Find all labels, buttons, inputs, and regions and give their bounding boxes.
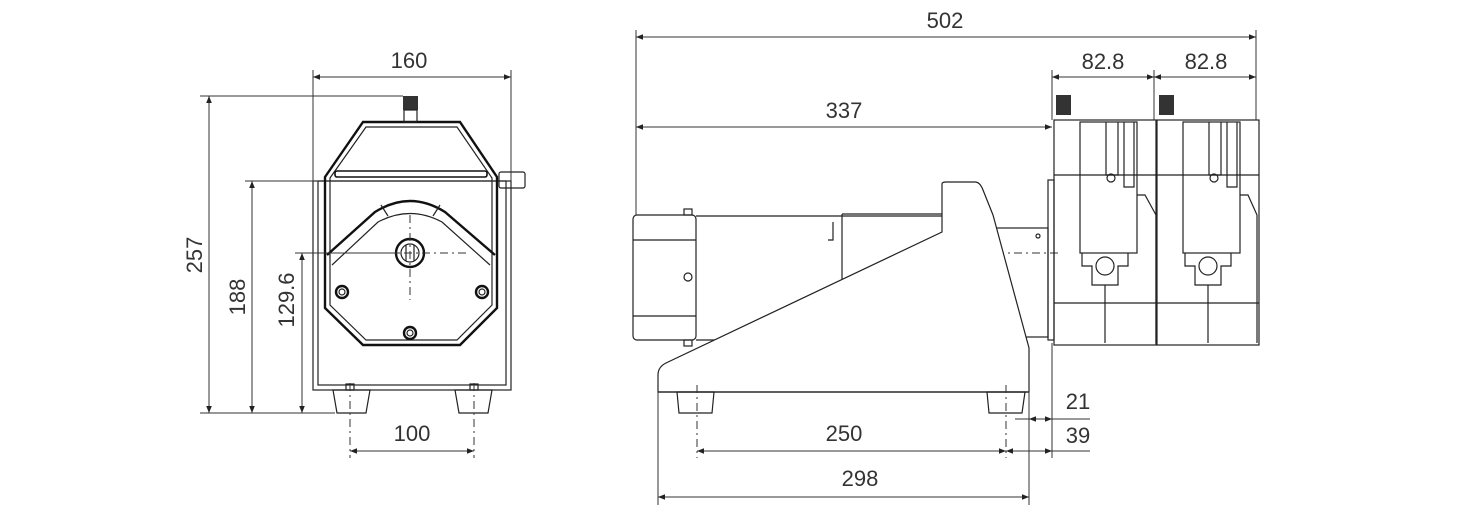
front-frame-inner <box>317 180 507 386</box>
dim-side-feet: 250 <box>826 421 863 446</box>
motor-end-cap <box>632 214 697 341</box>
connector <box>403 96 418 110</box>
handle <box>498 171 526 189</box>
rotor-cover <box>326 199 496 256</box>
window-bar <box>334 170 488 178</box>
screw-icon <box>402 325 418 341</box>
screw-icon <box>683 272 693 282</box>
dim-shaft-height: 129.6 <box>274 272 299 327</box>
foot <box>986 391 1026 414</box>
dim-total-length: 502 <box>927 8 964 33</box>
screw-icon <box>474 284 490 300</box>
dim-offset-39: 39 <box>1066 423 1090 448</box>
dim-body-height: 188 <box>225 279 250 316</box>
dim-to-pump-head: 337 <box>826 98 863 123</box>
dim-pump-head-2: 82.8 <box>1185 49 1228 74</box>
side-view: 502 82.8 82.8 337 250 39 21 298 <box>632 8 1260 505</box>
pump-base <box>657 181 1030 393</box>
foot <box>454 389 493 414</box>
pump-head-2 <box>1156 95 1260 346</box>
front-view: 160 257 188 129.6 100 <box>182 48 526 458</box>
dim-offset-21: 21 <box>1066 389 1090 414</box>
pump-head-housing <box>323 120 499 347</box>
pump-head-1 <box>1047 95 1157 346</box>
foot <box>676 391 715 414</box>
foot <box>332 389 371 414</box>
dim-front-width: 160 <box>391 48 428 73</box>
dim-base-length: 298 <box>842 466 879 491</box>
dim-total-height: 257 <box>182 237 207 274</box>
dim-front-feet: 100 <box>394 421 431 446</box>
dim-pump-head-1: 82.8 <box>1082 49 1125 74</box>
screw-icon <box>334 284 350 300</box>
